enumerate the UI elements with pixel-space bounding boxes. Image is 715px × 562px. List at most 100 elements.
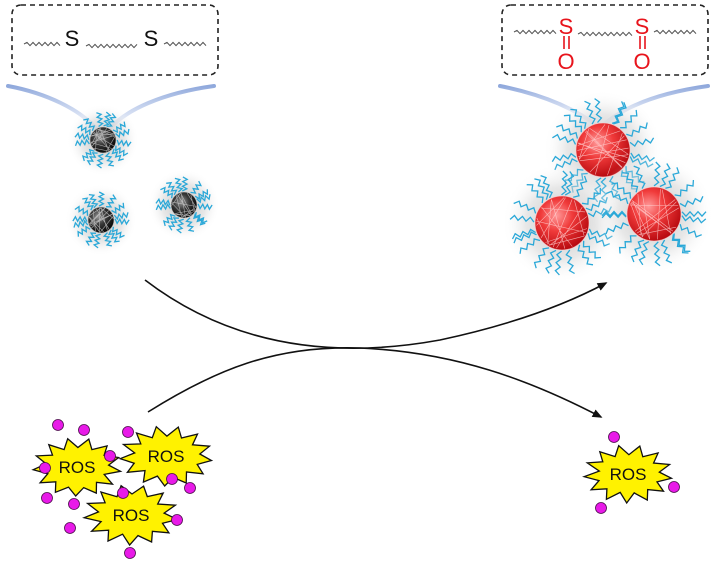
particle-outline — [87, 206, 115, 234]
polymer-chain — [72, 215, 88, 223]
polymer-chain — [96, 153, 105, 169]
polymer-chain — [111, 226, 125, 239]
sulfoxide-sulfur-1: S — [559, 14, 574, 39]
polymer-chain — [605, 222, 629, 235]
particle-outline — [89, 126, 117, 154]
ros-label: ROS — [610, 465, 647, 484]
particle-mesh — [90, 127, 116, 153]
sulfoxide-linker-box: S O S O — [501, 4, 709, 76]
polymer-chain — [665, 167, 680, 189]
polymer-chain — [533, 247, 550, 269]
ros-dot — [595, 502, 607, 514]
polymer-chain — [116, 139, 132, 148]
ros-dot — [166, 473, 178, 485]
polymer-chain — [564, 171, 575, 196]
sulfide-box-border — [11, 4, 219, 76]
polymer-chain — [167, 217, 179, 231]
polymer-chain — [671, 234, 689, 254]
red-nanoparticle-3 — [594, 154, 714, 274]
polymer-chain — [97, 191, 106, 207]
polymer-chain — [605, 190, 629, 205]
polymer-chain — [561, 170, 569, 196]
polymer-chain — [638, 241, 650, 266]
ros-burst — [118, 425, 214, 488]
polymer-chain — [519, 238, 541, 254]
polymer-chain — [570, 108, 587, 129]
polymer-chain — [582, 240, 602, 259]
sulfoxide-chain — [513, 29, 697, 37]
polymer-chain — [554, 250, 562, 276]
polymer-chain — [111, 202, 125, 215]
ros-burst — [582, 444, 674, 505]
dispersed-nanoparticles — [65, 104, 220, 256]
polymer-chain — [194, 189, 209, 200]
polymer-chain — [629, 137, 655, 147]
polymer-chain — [83, 118, 96, 131]
polymer-chain — [103, 111, 112, 127]
ros-dot — [52, 419, 64, 431]
polymer-chain — [611, 101, 625, 125]
sulfoxide-oxygen-1: O — [557, 49, 574, 74]
polymer-chain — [679, 196, 704, 208]
polymer-chain — [674, 179, 695, 197]
polymer-chain — [511, 228, 536, 240]
particle-outline — [170, 191, 198, 219]
polymer-chain — [577, 244, 594, 266]
polymer-chain — [526, 184, 544, 204]
polymer-chain — [601, 211, 627, 219]
polymer-chain — [162, 213, 176, 227]
polymer-chain — [513, 200, 537, 214]
polymer-chain — [181, 176, 189, 192]
polymer-chain — [105, 194, 117, 208]
polymer-chain — [556, 124, 579, 139]
polymer-chain — [679, 224, 702, 238]
polymer-chain — [114, 145, 129, 157]
polymer-chain — [155, 203, 171, 211]
polymer-chain — [102, 232, 113, 247]
ros-dot — [124, 547, 136, 559]
polymer-chain — [114, 217, 130, 226]
ros-burst-3: ROS — [82, 484, 180, 547]
ros-burst-2: ROS — [118, 425, 214, 488]
polymer-chain — [509, 214, 535, 223]
aggregated-nanoparticles — [502, 90, 714, 283]
particle-mesh — [536, 197, 588, 249]
polymer-chain — [88, 193, 99, 209]
ros-dot — [68, 498, 80, 510]
polymer-chain — [545, 249, 557, 274]
ros-dot — [64, 522, 76, 534]
polymer-chain — [196, 194, 211, 204]
polymer-chain — [613, 102, 627, 125]
red-nanoparticle-2 — [502, 163, 622, 283]
ros-label: ROS — [59, 458, 96, 477]
ros-dot — [608, 431, 620, 443]
polymer-chain — [194, 211, 208, 224]
particle-outline — [534, 195, 590, 251]
polymer-chain — [166, 181, 178, 196]
ros-dot — [122, 426, 134, 438]
ros-dot — [104, 450, 116, 462]
polymer-chain — [112, 121, 126, 134]
polymer-chain — [611, 182, 632, 199]
polymer-chain — [104, 152, 115, 167]
particle-mesh — [171, 192, 197, 218]
sulfoxide-oxygen-2: O — [633, 49, 650, 74]
polymer-chain — [107, 229, 120, 243]
polymer-chain — [175, 218, 185, 234]
polymer-chain — [160, 186, 174, 199]
polymer-chain — [92, 233, 102, 249]
sulfide-atom-1: S — [65, 26, 80, 51]
particle-outline — [626, 186, 682, 242]
polymer-chain — [681, 210, 707, 218]
polymer-chain — [197, 202, 213, 211]
polymer-chain — [115, 128, 130, 139]
polymer-chain — [193, 213, 206, 226]
polymer-chain — [82, 197, 95, 211]
polymer-chain — [584, 100, 596, 125]
black-nanoparticle-3 — [148, 169, 220, 241]
polymer-chain — [155, 197, 171, 206]
sulfoxide-box-border — [501, 4, 709, 76]
ros-dot — [78, 424, 90, 436]
